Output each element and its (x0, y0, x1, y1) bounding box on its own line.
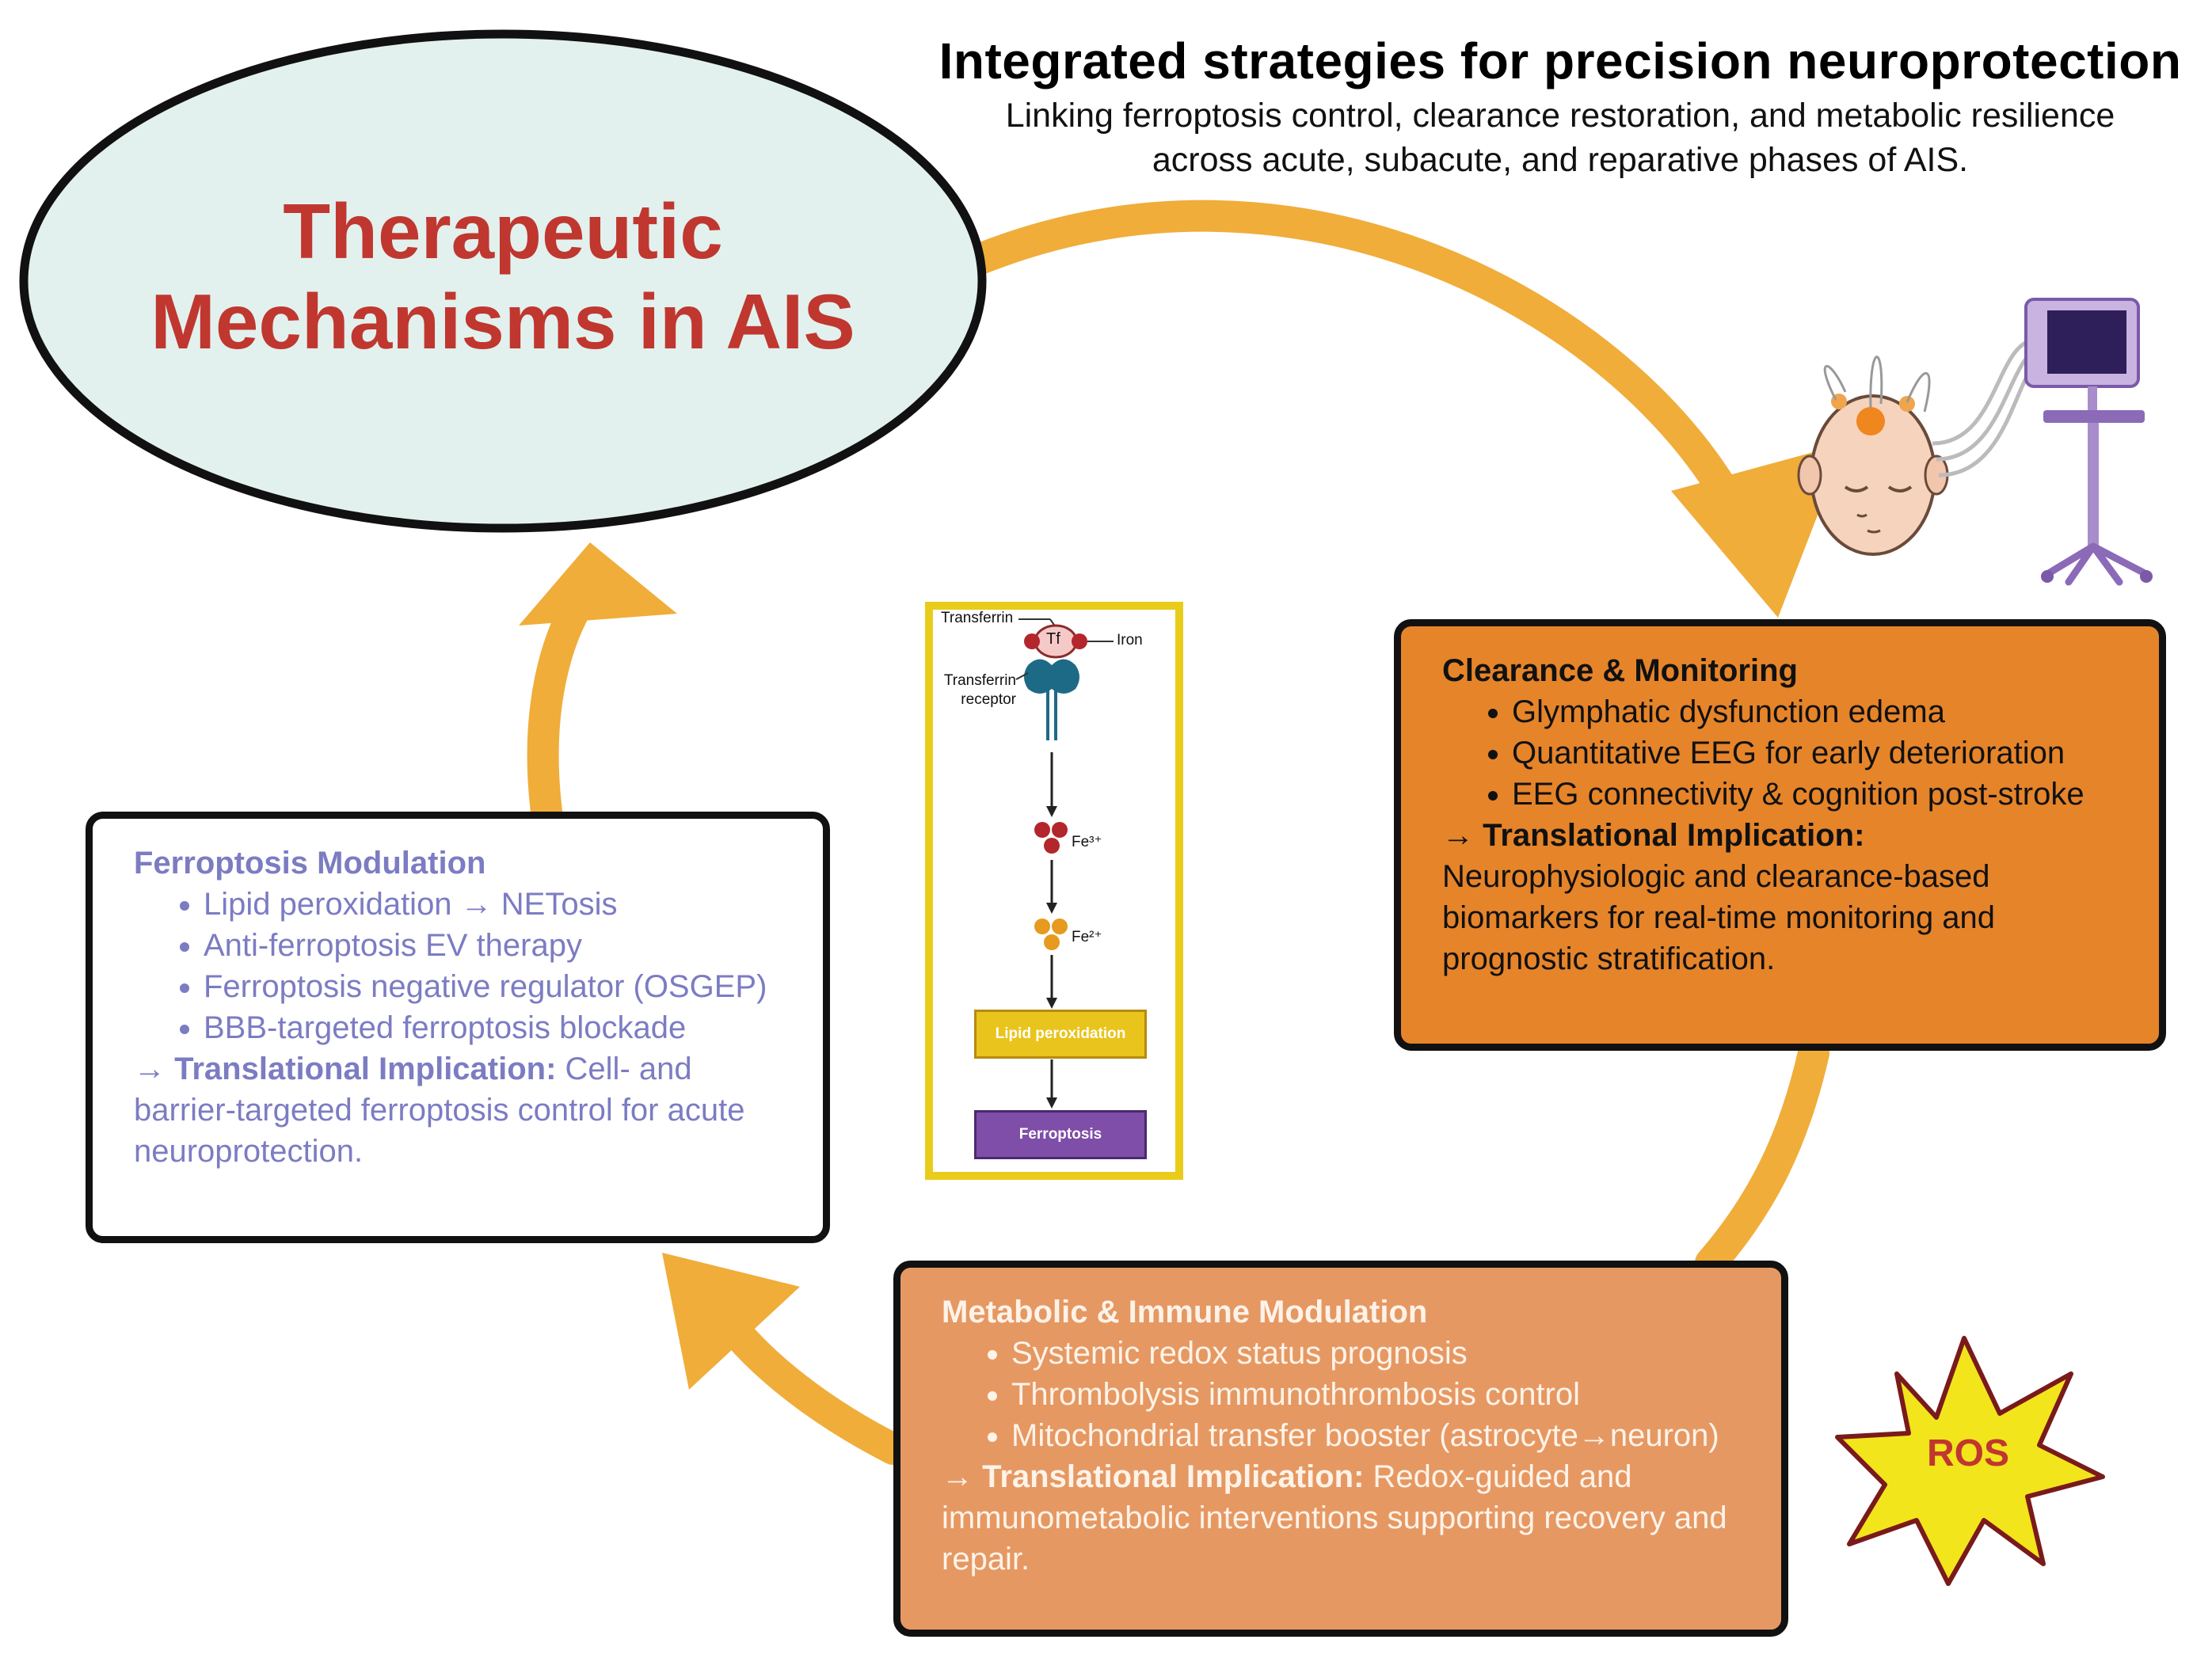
label-iron: Iron (1117, 632, 1143, 649)
clearance-implication: → Translational Implication: Neurophysiol… (1442, 815, 2127, 979)
metabolic-immune-box: Metabolic & Immune Modulation Systemic r… (893, 1261, 1788, 1637)
list-item: Glymphatic dysfunction edema (1512, 691, 2127, 732)
clearance-list: Glymphatic dysfunction edema Quantitativ… (1442, 691, 2127, 815)
fe3-ion (1044, 838, 1060, 854)
implication-label: → Translational Implication: (942, 1459, 1365, 1494)
label-receptor-line-2: receptor (961, 691, 1016, 708)
hub-title-line-2: Mechanisms in AIS (150, 278, 855, 365)
ros-label: ROS (1926, 1432, 2009, 1474)
implication-label: → Translational Implication: (134, 1052, 557, 1086)
subtitle-line-2: across acute, subacute, and reparative p… (1152, 141, 1969, 179)
subtitle-line-1: Linking ferroptosis control, clearance r… (1005, 97, 2115, 135)
fe2-ion (1052, 919, 1068, 934)
implication-text: Neurophysiologic and clearance-based bio… (1442, 859, 1996, 976)
ferroptosis-pathway-panel: Transferrin Tf Iron Transferrin receptor… (925, 602, 1183, 1180)
list-item: Lipid peroxidation → NETosis (204, 884, 791, 925)
list-item: Systemic redox status prognosis (1011, 1333, 1749, 1374)
figure-title: Integrated strategies for precision neur… (938, 32, 2182, 89)
figure-subtitle: Linking ferroptosis control, clearance r… (911, 93, 2210, 182)
fe2-ion (1044, 934, 1060, 950)
label-fe3: Fe³⁺ (1072, 834, 1102, 850)
list-item: Anti-ferroptosis EV therapy (204, 925, 791, 966)
eeg-monitor-icon (2024, 298, 2153, 586)
clearance-heading: Clearance & Monitoring (1442, 653, 1798, 688)
implication-text: Redox-guided and immunometabolic interve… (942, 1459, 1727, 1577)
fe3-ion (1052, 822, 1068, 838)
pathway-graphic (1015, 618, 1114, 1109)
label-tf: Tf (1046, 630, 1060, 648)
transferrin-receptor-icon (1024, 659, 1079, 740)
clearance-monitoring-box: Clearance & Monitoring Glymphatic dysfun… (1394, 619, 2166, 1051)
ferroptosis-list: Lipid peroxidation → NETosis Anti-ferrop… (134, 884, 791, 1048)
metabolic-heading: Metabolic & Immune Modulation (942, 1295, 1428, 1329)
arrow-arc-top (962, 200, 1749, 523)
iron-ion (1024, 633, 1040, 649)
ferroptosis-box: Ferroptosis (974, 1110, 1147, 1159)
label-receptor: Transferrin receptor (941, 671, 1016, 709)
implication-label: → Translational Implication: (1442, 818, 1865, 853)
list-item: BBB-targeted ferroptosis blockade (204, 1007, 791, 1048)
ferroptosis-modulation-box: Ferroptosis Modulation Lipid peroxidatio… (86, 812, 830, 1243)
list-item: Ferroptosis negative regulator (OSGEP) (204, 966, 791, 1007)
list-item: Quantitative EEG for early deterioration (1512, 732, 2127, 774)
fe2-ion (1034, 919, 1050, 934)
hub-ellipse (19, 29, 987, 533)
label-transferrin: Transferrin (941, 610, 1014, 626)
fe3-ion (1034, 822, 1050, 838)
label-receptor-line-1: Transferrin (943, 672, 1016, 689)
list-item: Thrombolysis immunothrombosis control (1011, 1374, 1749, 1415)
hub-title-line-1: Therapeutic (283, 188, 723, 275)
implication-text: Cell- and barrier-targeted ferroptosis c… (134, 1052, 745, 1169)
head-eeg-icon (1797, 338, 2044, 556)
lipid-peroxidation-box: Lipid peroxidation (974, 1010, 1147, 1059)
hub-title: Therapeutic Mechanisms in AIS (87, 186, 919, 367)
arrow-arc-right (1695, 1037, 1829, 1279)
arrowhead-left (519, 542, 677, 626)
ferroptosis-heading: Ferroptosis Modulation (134, 846, 486, 881)
label-fe2: Fe²⁺ (1072, 929, 1102, 945)
ros-burst-icon (1835, 1336, 2105, 1586)
arrowhead-bottom (662, 1253, 800, 1390)
list-item: Mitochondrial transfer booster (astrocyt… (1011, 1415, 1749, 1456)
list-item: EEG connectivity & cognition post-stroke (1512, 774, 2127, 815)
metabolic-list: Systemic redox status prognosis Thrombol… (942, 1333, 1749, 1456)
metabolic-implication: → Translational Implication: Redox-guide… (942, 1456, 1749, 1580)
ferroptosis-implication: → Translational Implication: Cell- and b… (134, 1048, 791, 1172)
iron-ion (1072, 633, 1087, 649)
